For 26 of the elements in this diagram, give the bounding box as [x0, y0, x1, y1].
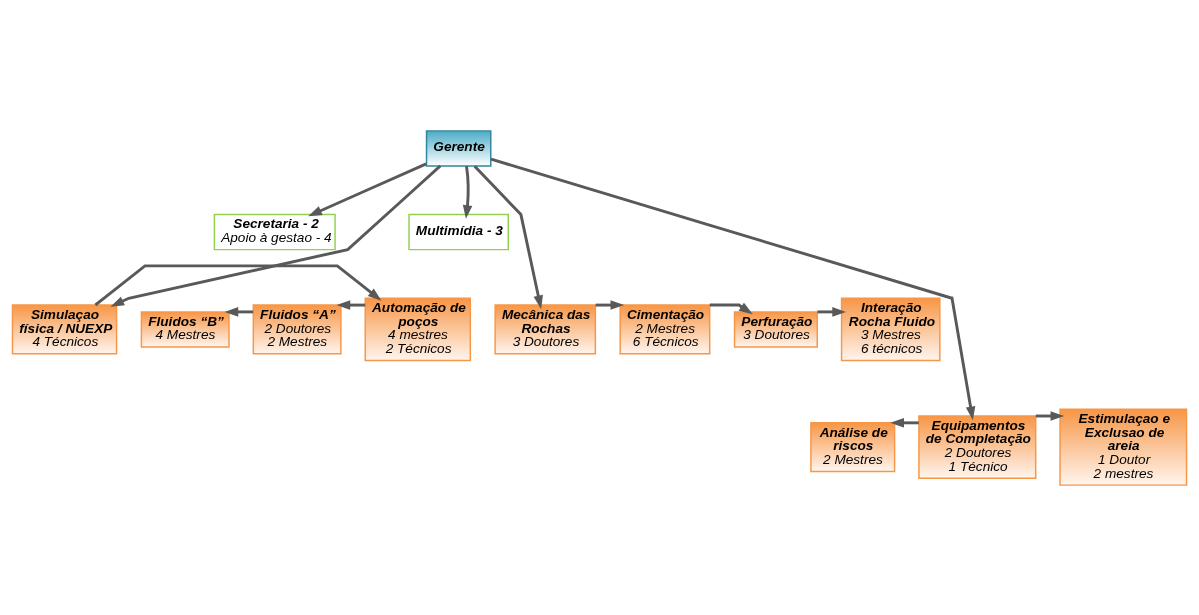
- node-box: Perfuração 3 Doutores: [733, 310, 818, 348]
- node-box: Gerente: [425, 129, 492, 167]
- arrow: [336, 299, 366, 310]
- arrow: [462, 165, 473, 219]
- arrow: [110, 164, 442, 307]
- node-box: Automação de poços 4 mestres 2 Técnicos: [364, 297, 472, 361]
- node-box: Estimulaçao e Exclusao de areia 1 Doutor 2 mestres: [1059, 407, 1188, 486]
- arrow: [817, 306, 846, 317]
- arrow: [94, 263, 382, 306]
- arrow: [490, 157, 976, 420]
- arrow: [473, 164, 543, 309]
- arrow: [890, 417, 919, 428]
- node-box: Secretaria - 2 Apoio à gestao - 4: [213, 213, 336, 250]
- node-box: Multimídia - 3: [408, 213, 509, 250]
- node-box: Análise de riscos 2 Mestres: [810, 421, 896, 472]
- node-box: Fluidos “A” 2 Doutores 2 Mestres: [252, 303, 342, 354]
- node-box: Mecânica das Rochas 3 Doutores: [494, 303, 597, 354]
- node-box: Interação Rocha Fluido 3 Mestres 6 técnicos: [840, 297, 941, 361]
- arrow: [709, 302, 753, 314]
- arrow: [224, 306, 254, 317]
- node-box: Cimentação 2 Mestres 6 Técnicos: [619, 303, 711, 354]
- arrow: [308, 161, 427, 216]
- node-box: Fluidos “B” 4 Mestres: [140, 310, 230, 348]
- arrow: [595, 299, 625, 310]
- node-box: Simulaçao física / NUEXP 4 Técnicos: [11, 303, 118, 354]
- node-box: Equipamentos de Completação 2 Doutores 1 Técnico: [918, 414, 1037, 479]
